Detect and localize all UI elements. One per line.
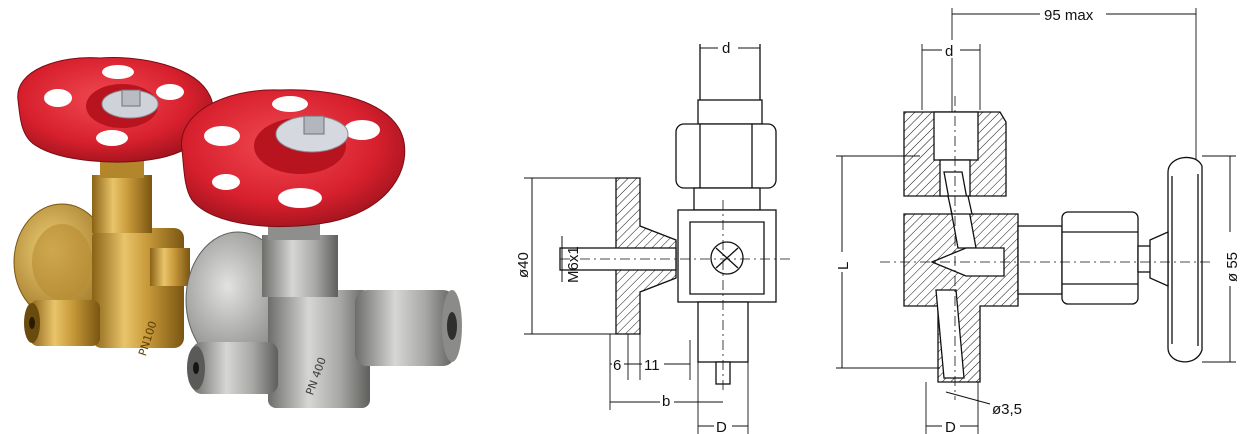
steel-handwheel: [181, 89, 406, 228]
section-dim-95max: 95 max: [1044, 7, 1094, 24]
front-dim-D: D: [716, 419, 727, 434]
front-dim-diameter: ø40: [515, 252, 532, 278]
steel-nozzle: [192, 342, 278, 394]
brass-handwheel-nut: [121, 89, 141, 107]
brass-body: [92, 228, 184, 348]
front-view-drawing: [524, 44, 790, 434]
section-handwheel: [1167, 156, 1203, 363]
front-dim-11: 11: [644, 357, 660, 374]
brass-nozzle: [30, 300, 100, 346]
section-view-labels: 95 max d L ø 55 ø3,5 D: [834, 5, 1241, 434]
front-dim-d: d: [722, 40, 730, 57]
brass-valve: PN100: [13, 57, 214, 358]
steel-side-fitting: [355, 290, 455, 366]
steel-handwheel-nut: [303, 115, 325, 135]
section-bonnet-nut: [1061, 211, 1139, 305]
front-view-labels: d M6x1 ø40 6 11 b D: [515, 38, 738, 434]
front-dim-thread: M6x1: [565, 246, 582, 283]
front-dim-b: b: [662, 393, 670, 410]
front-nut: [675, 123, 777, 189]
section-dim-wheel: ø 55: [1224, 252, 1241, 282]
section-dim-L: L: [835, 262, 852, 270]
brass-handwheel: [17, 57, 214, 163]
section-dim-bore: ø3,5: [992, 401, 1022, 418]
section-view-drawing: [836, 8, 1236, 434]
front-dim-6: 6: [613, 357, 621, 374]
section-dim-D: D: [945, 419, 956, 434]
steel-body: [268, 290, 370, 408]
section-dim-d: d: [945, 43, 953, 60]
steel-valve: PN 400: [181, 89, 462, 408]
